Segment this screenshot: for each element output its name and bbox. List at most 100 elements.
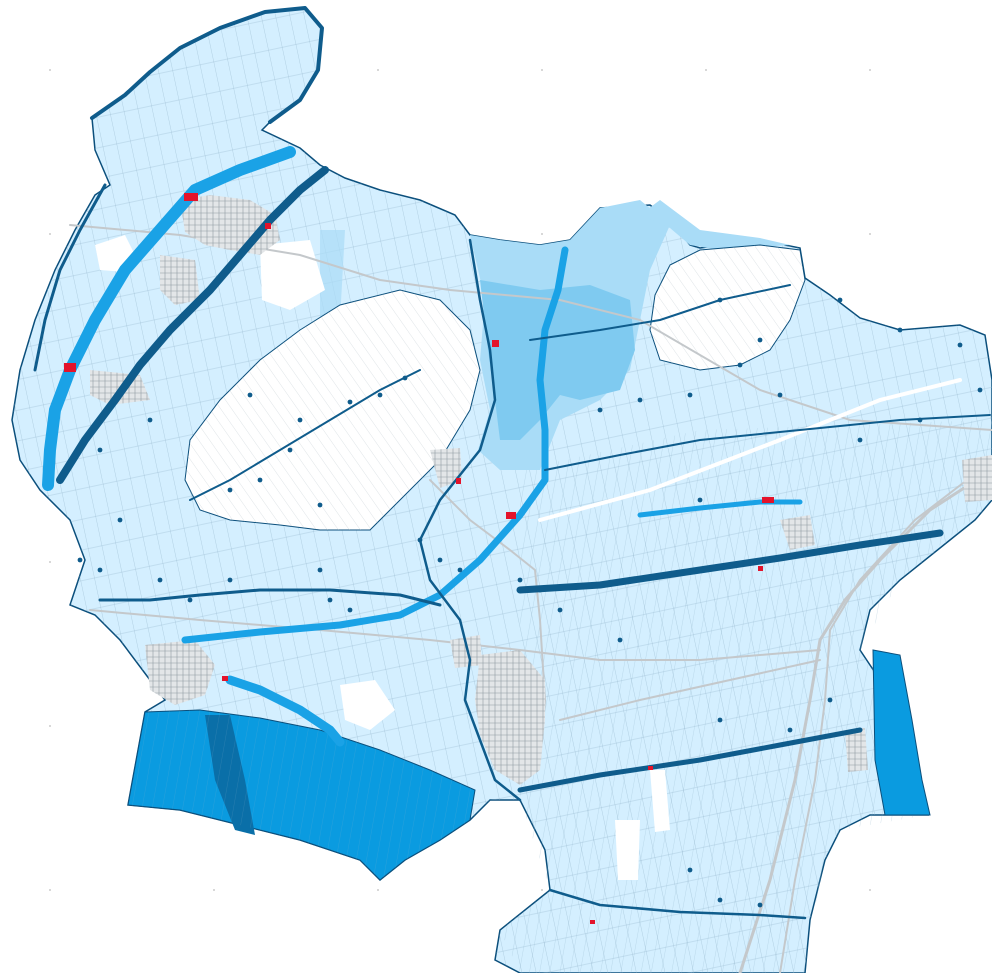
graticule-tick [541,69,543,71]
hotspot-marker [758,566,763,571]
water-point [917,417,923,423]
canal-dark-southeast [548,888,807,920]
water-point [827,697,833,703]
water-point [317,502,323,508]
hotspot-marker [492,340,499,347]
canal-dark-mid-2 [544,414,991,471]
graticule-tick [49,889,51,891]
canal-dark-mid [189,369,421,501]
graticule-tick [213,889,215,891]
water-point [697,497,703,503]
water-point [377,392,383,398]
water-point [287,447,293,453]
town-east [780,515,815,550]
graticule-tick [49,561,51,563]
canal-east [637,499,803,518]
town-far-east [962,455,992,502]
road-south [559,659,821,721]
canal-dark-north-boundary [90,6,324,124]
hotspot-marker [265,223,271,229]
water-point [157,577,163,583]
polder-center-hatch [185,290,480,530]
graticule-tick [869,233,871,235]
hotspot-marker [648,766,653,770]
town-west [160,255,200,305]
polder-strip-east [650,770,670,832]
hotspot-marker [456,478,461,484]
water-point [227,577,233,583]
hotspot-marker [762,497,774,503]
water-point [687,867,693,873]
graticule-tick [541,233,543,235]
water-point [257,477,263,483]
land-area [11,7,992,973]
water-point [437,557,443,563]
hotspot-marker [590,920,595,924]
water-point [327,597,333,603]
deep-zone-hatch [128,710,475,880]
road-motorway-east-2 [779,469,981,973]
water-point [77,557,83,563]
water-point [147,417,153,423]
water-point [117,517,123,523]
canal-northwest [42,146,296,491]
hotspot-marker [506,512,516,519]
medium-water-zone [480,280,635,440]
graticule-tick [869,889,871,891]
water-point [597,407,603,413]
deep-zone-southwest [127,709,476,881]
town-southwest [145,640,215,705]
canal-dark-northeast [529,284,791,341]
canal-dark-west [33,183,107,372]
water-point [402,375,408,381]
polder-strip-south [615,820,640,880]
water-point [317,567,323,573]
graticule-tick [377,889,379,891]
hotspot-marker [222,676,228,681]
water-point [637,397,643,403]
canal-central [181,246,569,644]
water-point [617,637,623,643]
graticule-tick [49,69,51,71]
deep-zone-east [872,649,931,816]
canals-bright [42,146,803,747]
canal-dark-east-1 [516,529,944,594]
water-point [297,417,303,423]
graticule-tick [377,69,379,71]
canals-dark [33,6,991,920]
water-point [457,567,463,573]
town-south-center [475,650,545,785]
water-point [897,327,903,333]
water-point [557,607,563,613]
graticule-tick [541,889,543,891]
water-point [417,537,423,543]
water-point [957,342,963,348]
water-point [347,399,353,405]
town-mid-south [450,635,482,668]
canal-dark-center-loop [418,238,522,802]
white-polders [95,235,806,880]
water-point [227,487,233,493]
water-point [787,727,793,733]
graticule-tick [49,725,51,727]
canal-dark-northwest [56,166,329,484]
canal-dark-south-west [98,588,442,607]
water-point [757,902,763,908]
canal-south [225,675,345,747]
light-water-zone-east [640,200,790,250]
hotspot-marker [184,193,198,201]
hotspots [64,193,774,924]
water-point [737,362,743,368]
polder-block-south [340,680,395,730]
water-point [347,607,353,613]
water-point [857,437,863,443]
light-water-zone-west [320,230,345,330]
town-center-small [430,448,462,488]
graticule-tick [869,69,871,71]
water-point [717,717,723,723]
canal-dark-east-2 [517,727,863,793]
water-point [757,337,763,343]
water-point [717,897,723,903]
